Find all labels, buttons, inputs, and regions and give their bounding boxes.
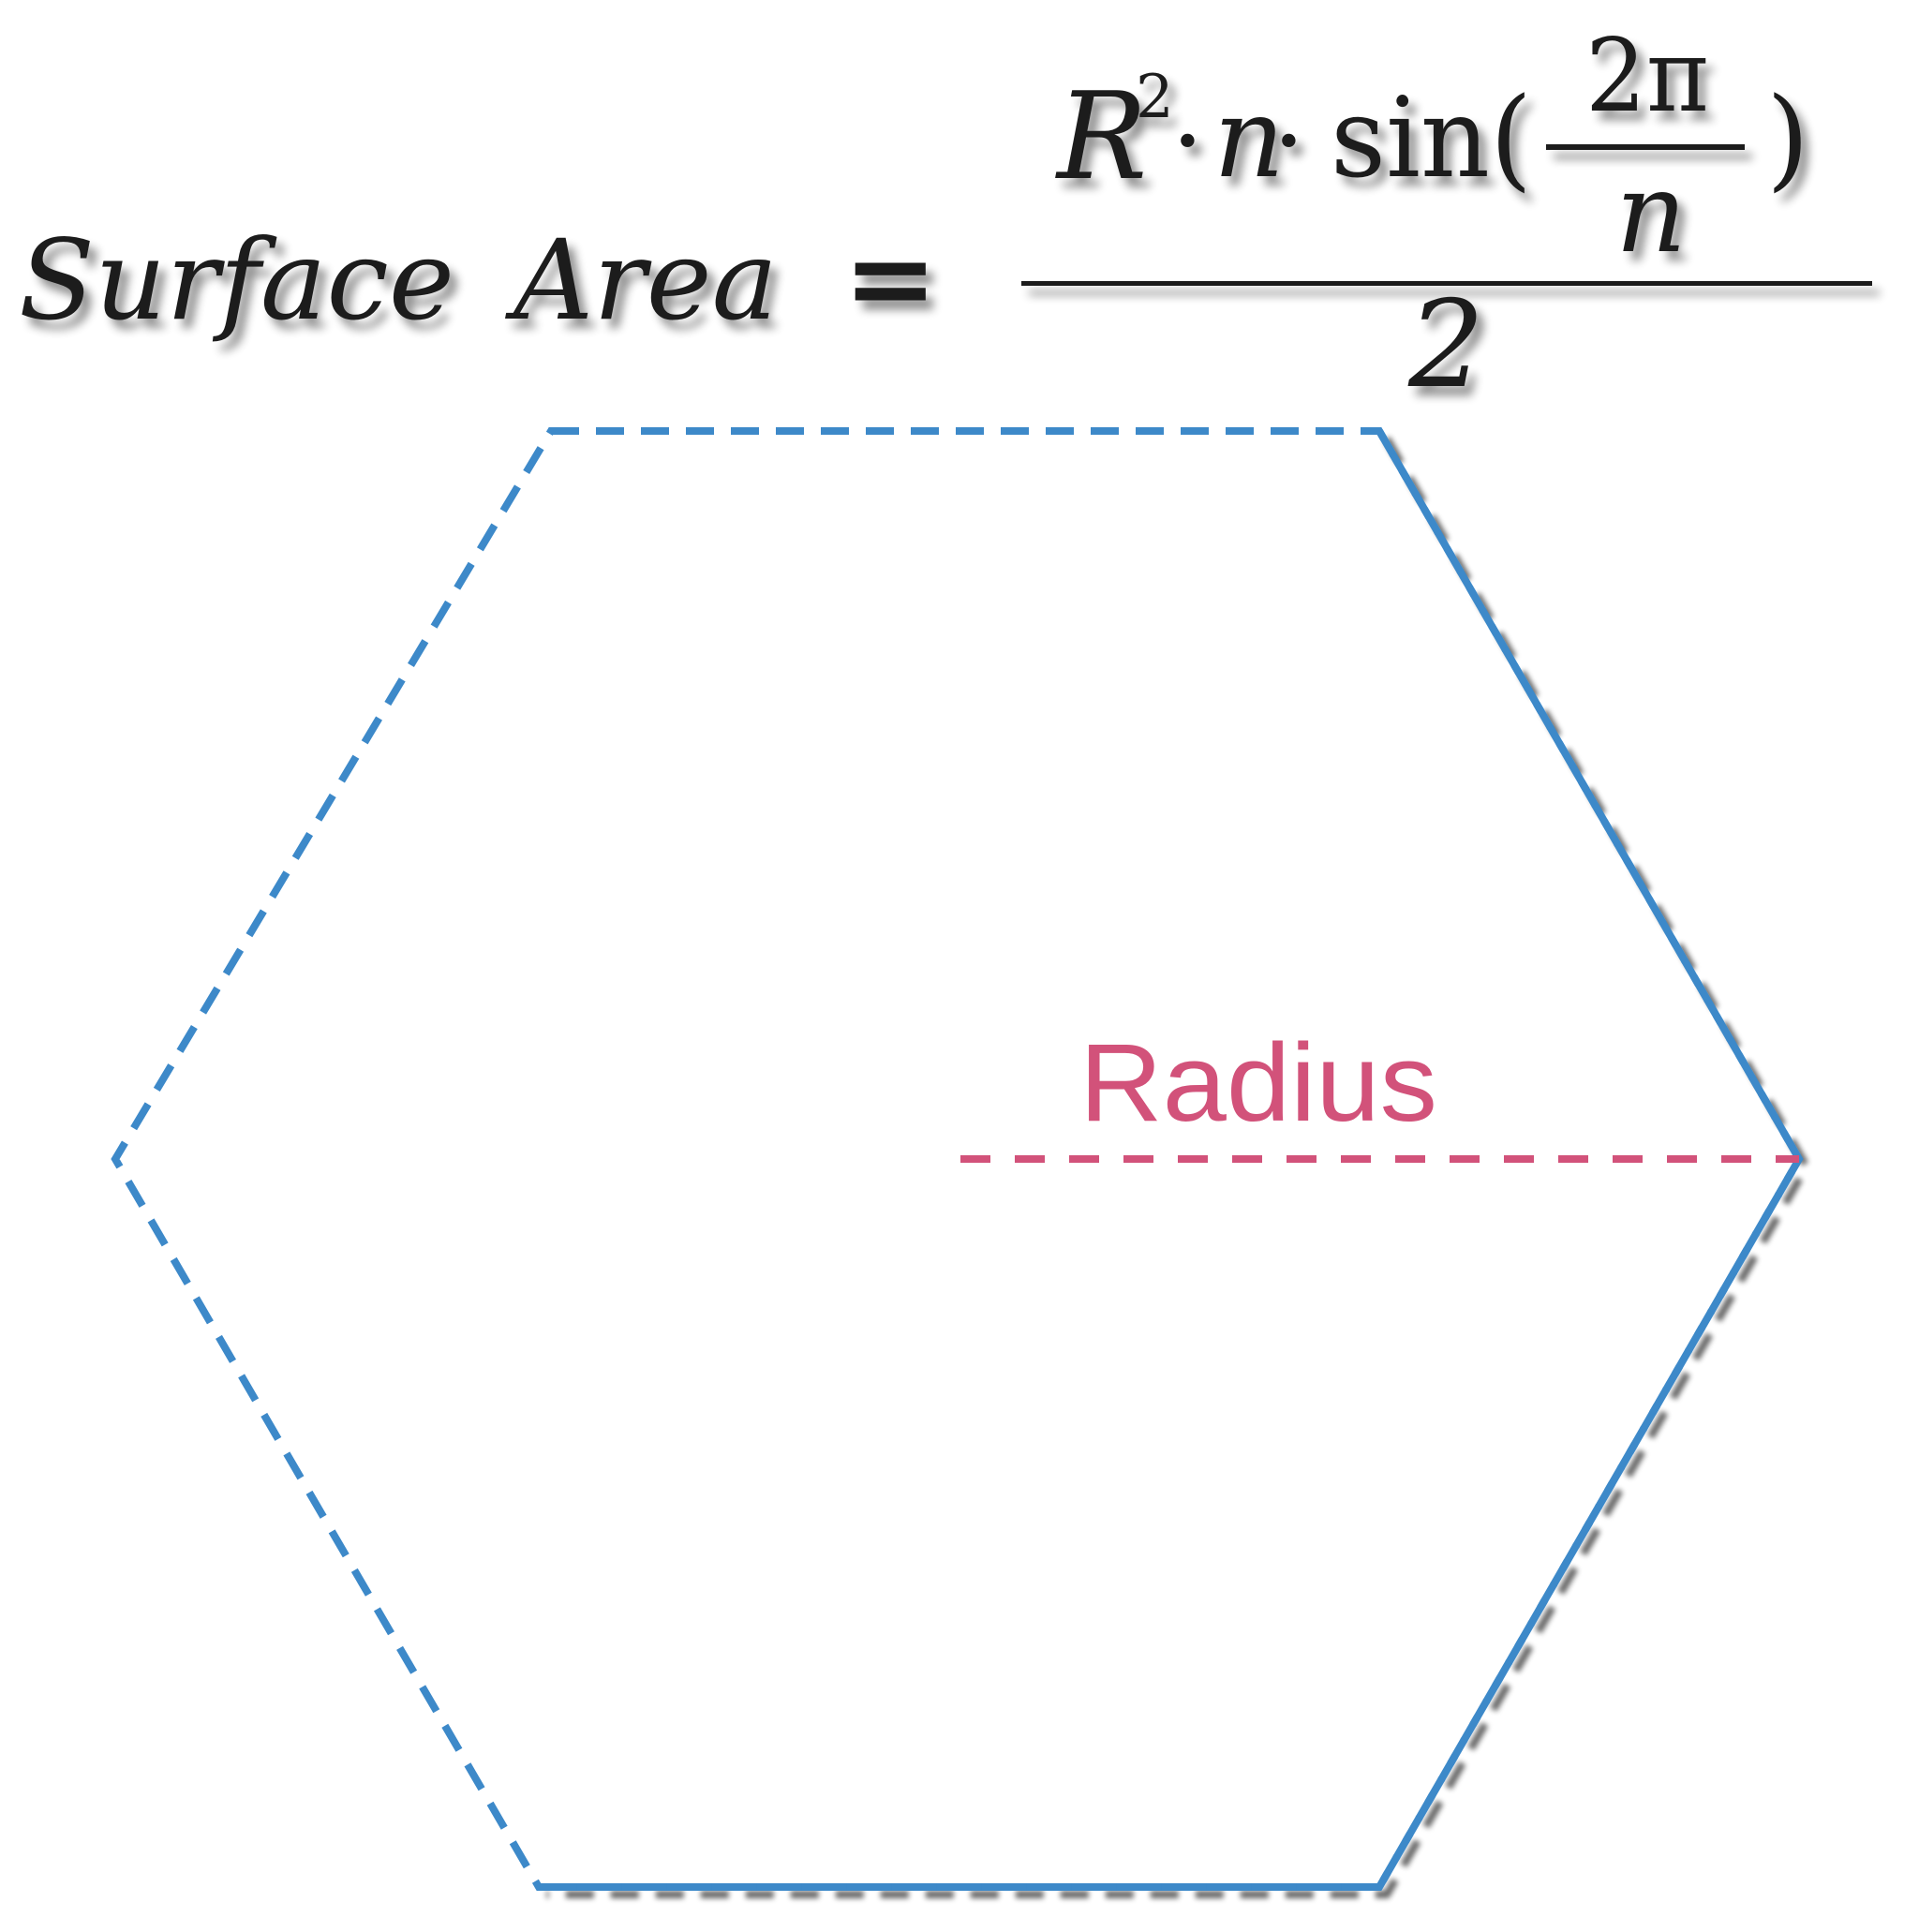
formula-lhs-surface: Surface [19,215,454,345]
surface-area-formula: Surface Area = R 2 · n · sin( 2π n ) 2 [19,18,1872,415]
formula-numerator-exponent: 2 [1136,63,1174,132]
formula-numerator-dot-2: · [1272,81,1305,201]
formula-inner-numerator: 2π [1585,18,1709,135]
formula-numerator-r: R [1055,67,1147,207]
formula-numerator-close: ) [1766,73,1809,202]
formula-numerator-dot-1: · [1171,81,1204,201]
formula-inner-denominator: n [1615,148,1687,277]
formula-denominator: 2 [1407,275,1484,415]
formula-numerator-n: n [1213,73,1285,202]
formula-equals: = [843,212,938,344]
formula-lhs-area: Area [505,215,778,345]
formula-inner-fraction-bar [1546,144,1745,150]
hexagon-shadow-edges [539,429,1804,1891]
hexagon-outline [111,427,1804,1891]
radius-label: Radius [1079,1021,1437,1145]
formula-main-fraction-bar [1021,281,1872,286]
hexagon-figure: Radius [111,427,1804,1891]
formula-numerator-sin: sin( [1331,73,1532,202]
